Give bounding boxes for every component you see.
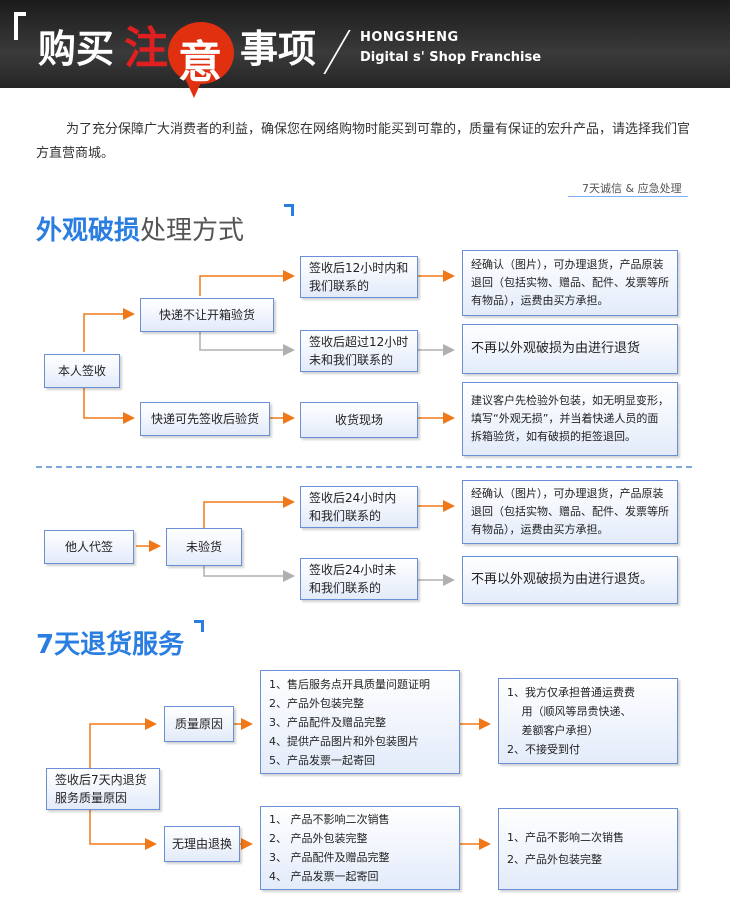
node-on-site: 收货现场 [300, 402, 418, 438]
section2-title: 7天退货服务 [36, 630, 185, 660]
node-after-24h-label: 签收后24小时未 和我们联系的 [309, 563, 397, 595]
result-no-return-2-label: 不再以外观破损为由进行退货。 [471, 572, 654, 587]
heading-corner-icon [194, 620, 204, 632]
section-divider [36, 466, 692, 468]
node-after-24h: 签收后24小时未 和我们联系的 [300, 558, 418, 600]
banner-title-part1: 购买 [38, 27, 115, 71]
brand-name: HONGSHENG [360, 30, 459, 45]
node-no-reason: 无理由退换 [164, 826, 240, 862]
node-within-12h: 签收后12小时内和 我们联系的 [300, 256, 418, 298]
node-self-sign: 本人签收 [44, 354, 120, 388]
node-within-24h: 签收后24小时内 和我们联系的 [300, 486, 418, 528]
result-return-ok-label: 经确认（图片），可办理退货，产品原装退回（包括实物、赠品、配件、发票等所有物品）… [471, 258, 669, 307]
arrow-root-to-noreason [89, 810, 157, 850]
section2-heading: 7天退货服务 [36, 620, 204, 661]
section1-title-blue: 外观破损 [36, 216, 141, 246]
arrow-nounbox-to-after12 [199, 330, 295, 356]
banner-title-part3: 意 [178, 37, 222, 88]
noreason-result-text: 1、产品不影响二次销售 2、产品外包装完整 [507, 831, 624, 866]
noreason-requirements-text: 1、 产品不影响二次销售 2、 产品外包装完整 3、 产品配件及赠品完整 4、 … [269, 813, 390, 883]
node-proxy-sign-label: 他人代签 [64, 540, 113, 554]
node-sign-first: 快递可先签收后验货 [140, 402, 270, 436]
result-no-return: 不再以外观破损为由进行退货 [462, 324, 678, 374]
result-return-ok-2-label: 经确认（图片），可办理退货，产品原装退回（包括实物、赠品、配件、发票等所有物品）… [471, 487, 669, 536]
result-on-site: 建议客户先检验外包装，如无明显变形，填写“外观无损”，并当着快递人员的面拆箱验货… [462, 382, 678, 456]
section1-title-dark: 处理方式 [140, 216, 245, 246]
node-sign-first-label: 快递可先签收后验货 [150, 412, 259, 426]
policy-tag: 7天诚信 & 应急处理 [582, 182, 682, 195]
banner-title-part2: 注 [124, 23, 168, 74]
banner-title-part4: 事项 [240, 27, 317, 71]
arrow-notchecked-to-within24 [203, 496, 295, 528]
result-no-return-label: 不再以外观破损为由进行退货 [471, 341, 641, 356]
quality-requirements-list: 1、售后服务点开具质量问题证明 2、产品外包装完整 3、产品配件及赠品完整 4、… [260, 670, 460, 774]
brand-tagline: Digital s' Shop Franchise [360, 50, 542, 65]
node-no-unbox-label: 快递不让开箱验货 [158, 308, 255, 322]
arrow-root-to-quality [89, 718, 157, 768]
result-return-ok: 经确认（图片），可办理退货，产品原装退回（包括实物、赠品、配件、发票等所有物品）… [462, 250, 678, 316]
header-banner: 购买 注 意 事项 HONGSHENG Digital s' Shop Fran… [0, 0, 730, 98]
result-on-site-label: 建议客户先检验外包装，如无明显变形，填写“外观无损”，并当着快递人员的面拆箱验货… [471, 394, 669, 443]
result-return-ok-2: 经确认（图片），可办理退货，产品原装退回（包括实物、赠品、配件、发票等所有物品）… [462, 480, 678, 544]
quality-requirements-text: 1、售后服务点开具质量问题证明 2、产品外包装完整 3、产品配件及赠品完整 4、… [269, 677, 430, 767]
node-quality-reason-label: 质量原因 [174, 717, 223, 731]
node-on-site-label: 收货现场 [334, 413, 383, 427]
node-7day-return: 签收后7天内退货 服务质量原因 [46, 768, 160, 810]
policy-tag-underline [568, 196, 688, 197]
speech-bubble-tail [184, 76, 204, 98]
section1-heading: 外观破损处理方式 [36, 204, 294, 247]
result-no-return-2: 不再以外观破损为由进行退货。 [462, 556, 678, 604]
node-within-12h-label: 签收后12小时内和 我们联系的 [309, 261, 409, 293]
node-no-unbox: 快递不让开箱验货 [140, 298, 274, 332]
node-after-12h-label: 签收后超过12小时 未和我们联系的 [309, 335, 409, 367]
banner-corner-mark [14, 12, 26, 40]
node-7day-return-label: 签收后7天内退货 服务质量原因 [55, 773, 147, 805]
noreason-result: 1、产品不影响二次销售 2、产品外包装完整 [498, 808, 678, 890]
node-quality-reason: 质量原因 [164, 706, 234, 742]
node-proxy-sign: 他人代签 [44, 530, 134, 564]
speech-bubble-icon [168, 22, 234, 84]
arrow-self-to-nounbox [83, 308, 135, 352]
noreason-requirements-list: 1、 产品不影响二次销售 2、 产品外包装完整 3、 产品配件及赠品完整 4、 … [260, 806, 460, 890]
node-after-12h: 签收后超过12小时 未和我们联系的 [300, 330, 418, 372]
heading-corner-icon [284, 204, 294, 216]
arrow-notchecked-to-after24 [203, 566, 295, 582]
arrow-nounbox-to-within12 [199, 270, 295, 296]
intro-paragraph: 为了充分保障广大消费者的利益，确保您在网络购物时能买到可靠的，质量有保证的宏升产… [36, 122, 691, 161]
node-not-checked-label: 未验货 [185, 540, 222, 554]
node-within-24h-label: 签收后24小时内 和我们联系的 [309, 491, 397, 523]
node-self-sign-label: 本人签收 [57, 364, 106, 378]
quality-result: 1、我方仅承担普通运费费 用（顺风等昂贵快递、 差额客户承担） 2、不接受到付 [498, 678, 678, 764]
node-not-checked: 未验货 [166, 528, 242, 566]
arrow-self-to-signfirst [83, 384, 135, 424]
node-no-reason-label: 无理由退换 [171, 837, 232, 851]
quality-result-text: 1、我方仅承担普通运费费 用（顺风等昂贵快递、 差额客户承担） 2、不接受到付 [507, 686, 635, 756]
